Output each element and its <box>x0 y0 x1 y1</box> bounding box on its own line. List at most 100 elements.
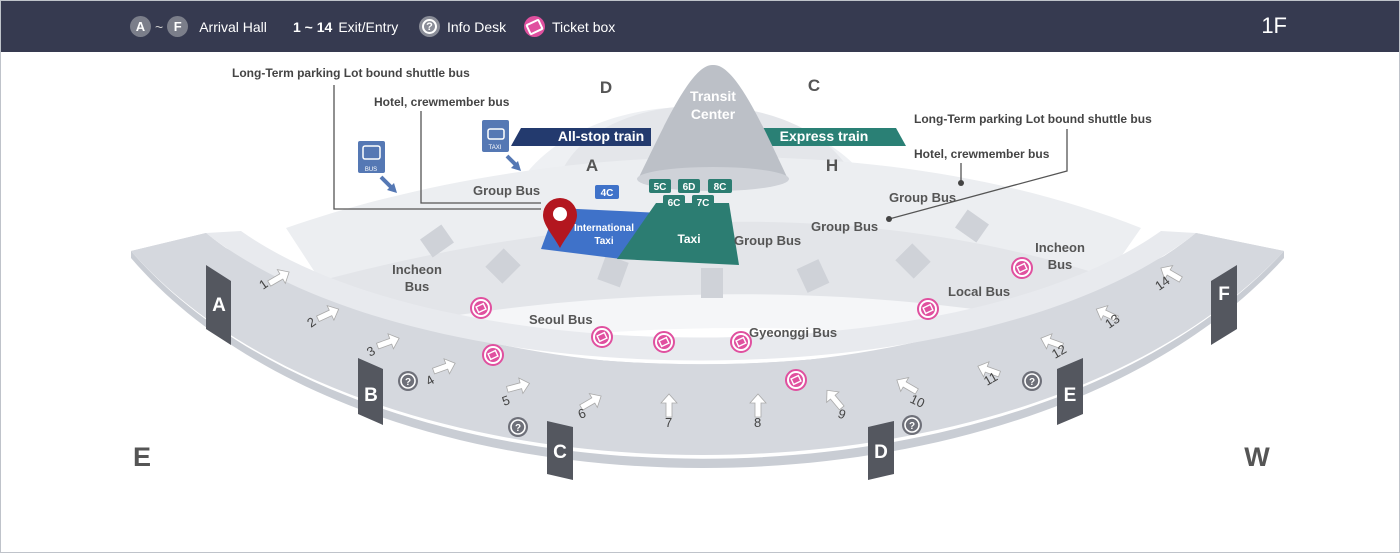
long-term-parking-bus-label-left: Long-Term parking Lot bound shuttle bus <box>232 66 470 80</box>
group-bus-label-left: Group Bus <box>473 183 540 198</box>
svg-text:?: ? <box>909 421 915 432</box>
transit-center-label-2: Center <box>691 106 736 122</box>
hotel-crew-bus-label-left: Hotel, crewmember bus <box>374 95 510 109</box>
exit-6-label: 6 <box>576 405 588 422</box>
exit-9-arrow-icon <box>826 389 845 411</box>
exit-5-label: 5 <box>500 392 512 409</box>
ticket-boxes <box>470 257 1033 391</box>
stop-sign-5c-label: 5C <box>654 182 667 193</box>
long-term-parking-bus-label-right: Long-Term parking Lot bound shuttle bus <box>914 112 1152 126</box>
info-desk-icon: ? <box>508 417 528 437</box>
exit-7-arrow-icon <box>660 393 678 418</box>
location-pin-icon <box>543 198 577 248</box>
group-bus-label-mid: Group Bus <box>734 233 801 248</box>
hotel-crew-bus-label-right: Hotel, crewmember bus <box>914 147 1050 161</box>
stop-signs: 4C 5C 6D 8C 6C 7C <box>595 179 732 209</box>
local-bus-label: Local Bus <box>948 284 1010 299</box>
gate-e: E <box>1057 358 1083 425</box>
ticket-box-icon <box>1011 257 1033 279</box>
gate-c: C <box>547 421 573 480</box>
stop-sign-8c-label: 8C <box>714 182 727 193</box>
all-stop-train-band <box>511 128 651 146</box>
incheon-bus-label-left-1: Incheon <box>392 262 442 277</box>
exit-1-arrow-icon <box>267 269 290 287</box>
exit-11-arrow-icon <box>977 361 1001 378</box>
gate-a: A <box>206 265 231 345</box>
info-desk-label: Info Desk <box>447 18 507 35</box>
stop-sign-4c <box>595 185 619 199</box>
gate-range-separator: ~ <box>155 18 164 35</box>
group-bus-label-right-1: Group Bus <box>889 190 956 205</box>
svg-text:TAXI: TAXI <box>489 145 502 151</box>
taxi-label: Taxi <box>677 232 700 246</box>
stop-sign-7c <box>692 195 714 209</box>
incheon-bus-label-left-2: Bus <box>405 279 430 294</box>
direction-west-label: W <box>1244 442 1270 472</box>
exit-entry-label: Exit/Entry <box>338 18 399 35</box>
exit-5-arrow-icon <box>506 377 531 395</box>
bus-icon: BUS <box>358 141 397 193</box>
exit-2-arrow-icon <box>316 304 340 323</box>
express-train-label: Express train <box>780 128 869 144</box>
direction-east-label: E <box>133 442 151 472</box>
ticket-box-icon <box>470 297 492 319</box>
stop-sign-6d-label: 6D <box>683 182 696 193</box>
floor-label: 1F <box>1261 13 1287 38</box>
legend-arrival-hall: A ~ F Arrival Hall <box>130 1 267 52</box>
gate-from-badge: A <box>130 16 151 37</box>
exit-8-arrow-icon <box>749 393 767 418</box>
area-h-label: H <box>826 156 838 175</box>
gate-f: F <box>1211 265 1237 345</box>
svg-text:BUS: BUS <box>365 167 377 173</box>
stop-sign-5c <box>649 179 671 193</box>
legend-ticket-box: Ticket box <box>524 1 615 52</box>
all-stop-train-label: All-stop train <box>558 128 644 144</box>
express-train-band <box>761 128 906 146</box>
group-bus-label-right-2: Group Bus <box>811 219 878 234</box>
gate-b: B <box>358 358 383 425</box>
stop-sign-7c-label: 7C <box>697 198 710 209</box>
gyeonggi-bus-label: Gyeonggi Bus <box>749 325 837 340</box>
exit-13-label: 13 <box>1102 311 1122 332</box>
ticket-box-icon <box>482 344 504 366</box>
exit-14-arrow-icon <box>1160 265 1183 283</box>
info-desk-icon: ? <box>1022 371 1042 391</box>
ticket-box-icon <box>730 331 752 353</box>
exit-11-label: 11 <box>981 369 1000 389</box>
svg-text:F: F <box>1218 284 1230 305</box>
area-c-label: C <box>808 76 820 95</box>
exit-9-label: 9 <box>836 406 848 423</box>
svg-text:E: E <box>1064 385 1077 406</box>
incheon-bus-label-right-2: Bus <box>1048 257 1073 272</box>
svg-text:?: ? <box>1029 377 1035 388</box>
exit-12-arrow-icon <box>1040 333 1064 350</box>
area-d-label: D <box>600 78 612 97</box>
svg-text:B: B <box>364 385 378 406</box>
exit-7-label: 7 <box>665 415 672 430</box>
exit-6-arrow-icon <box>579 393 602 411</box>
info-desk-icon: ? <box>419 16 440 37</box>
ticket-box-icon <box>591 326 613 348</box>
legend-bar: A ~ F Arrival Hall 1 ~ 14 Exit/Entry ? I… <box>1 1 1399 52</box>
transit-center-label-1: Transit <box>690 88 736 104</box>
terminal-map: All-stop train Express train Transit Cen… <box>131 64 1286 480</box>
stop-sign-6d <box>678 179 700 193</box>
svg-text:?: ? <box>515 423 521 434</box>
ticket-box-icon <box>785 369 807 391</box>
stop-sign-6c <box>663 195 685 209</box>
exit-3-arrow-icon <box>376 333 400 350</box>
international-taxi-label-1: International <box>574 223 634 234</box>
ticket-box-icon <box>917 298 939 320</box>
transit-center <box>638 64 788 187</box>
incheon-bus-label-right-1: Incheon <box>1035 240 1085 255</box>
exit-14-label: 14 <box>1152 273 1172 294</box>
taxi-icon: TAXI <box>482 120 521 171</box>
seoul-bus-label: Seoul Bus <box>529 312 593 327</box>
area-a-label: A <box>586 156 598 175</box>
ticket-box-label: Ticket box <box>552 18 616 35</box>
svg-text:A: A <box>212 295 226 316</box>
info-desk-icon: ? <box>398 371 418 391</box>
taxi-zone <box>617 203 739 265</box>
arrival-hall-label: Arrival Hall <box>199 18 267 35</box>
